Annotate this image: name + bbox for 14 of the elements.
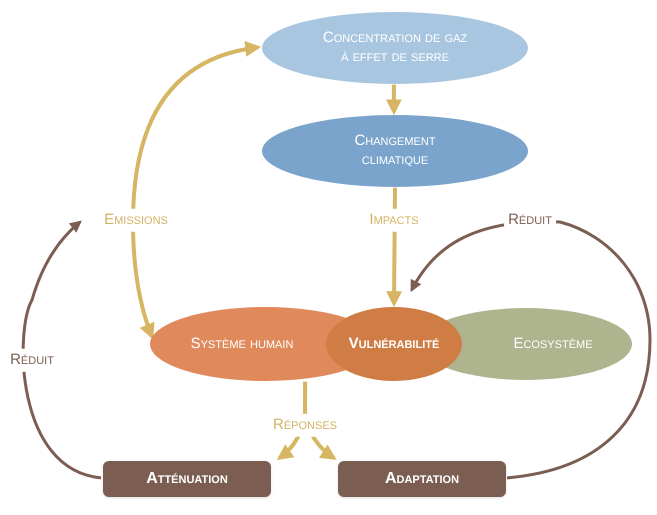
node-text: Système humain: [190, 334, 294, 354]
node-text: Vulnérabilité: [348, 334, 440, 354]
node-text: Ecosystème: [513, 334, 593, 354]
arrow: [410, 220, 652, 480]
node-text: Changement climatique: [353, 132, 437, 170]
node-text: Adaptation: [384, 469, 460, 489]
arrow: [22, 220, 102, 480]
ellipse-node: [326, 307, 462, 381]
process-box: [103, 461, 271, 497]
arrow: [386, 84, 402, 116]
node-text: Atténuation: [146, 469, 228, 489]
arrow: [131, 42, 262, 340]
process-box: [338, 461, 506, 497]
node-text: Concentration de gaz à effet de serre: [322, 29, 468, 67]
